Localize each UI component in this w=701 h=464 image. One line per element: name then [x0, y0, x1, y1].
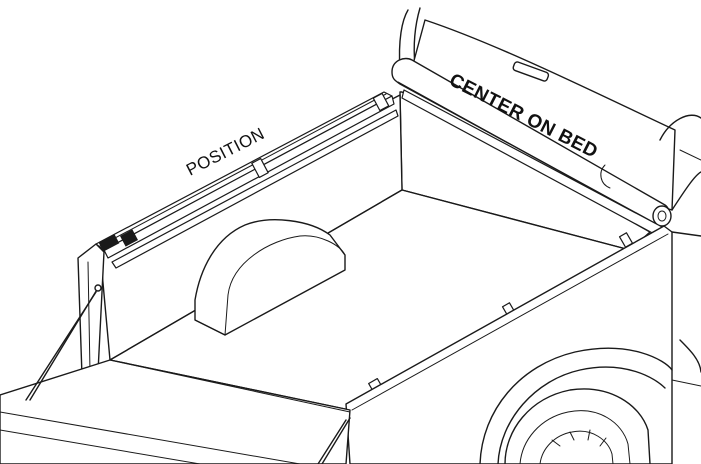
- left-rail-clamp: [98, 92, 390, 252]
- tailgate-cables: [25, 284, 351, 464]
- tonneau-roll: [391, 57, 672, 227]
- wheel-well: [194, 219, 346, 336]
- left-rail-assembly: [77, 91, 399, 377]
- bed-side-panel: [345, 225, 701, 464]
- tailgate: [0, 359, 351, 464]
